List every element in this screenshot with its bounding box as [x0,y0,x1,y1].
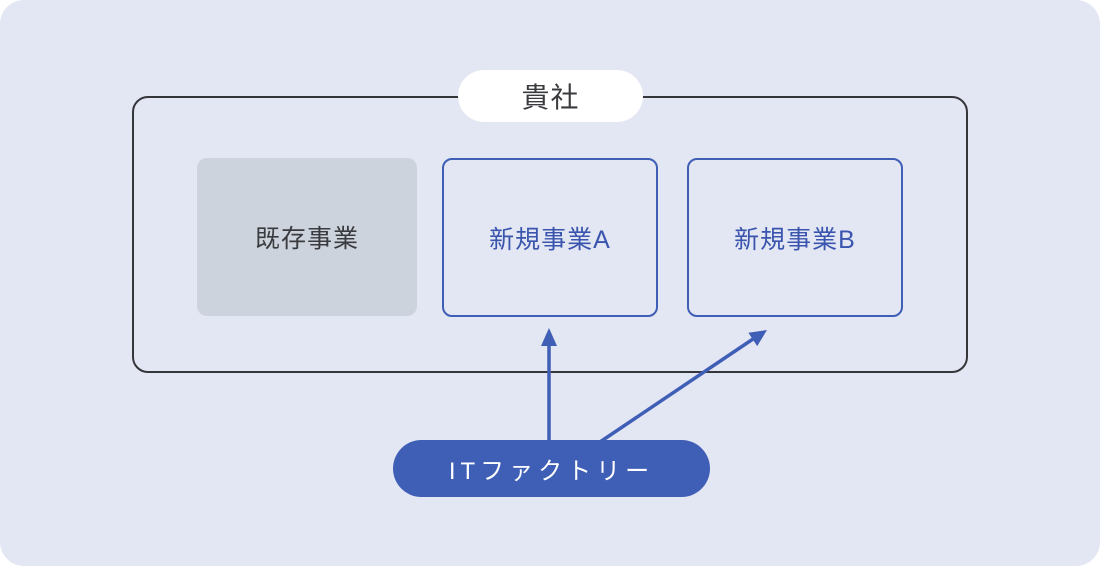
existing-business-box: 既存事業 [197,158,417,316]
new-business-a-box: 新規事業A [442,158,658,317]
new-business-b-box: 新規事業B [687,158,903,317]
it-factory-label: ITファクトリー [448,458,655,485]
new-business-b-label: 新規事業B [734,225,856,254]
company-label: 貴社 [521,82,580,113]
existing-business-label: 既存事業 [254,225,359,253]
company-label-pill: 貴社 [458,70,643,122]
new-business-a-label: 新規事業A [489,225,611,254]
it-factory-pill: ITファクトリー [393,440,710,497]
